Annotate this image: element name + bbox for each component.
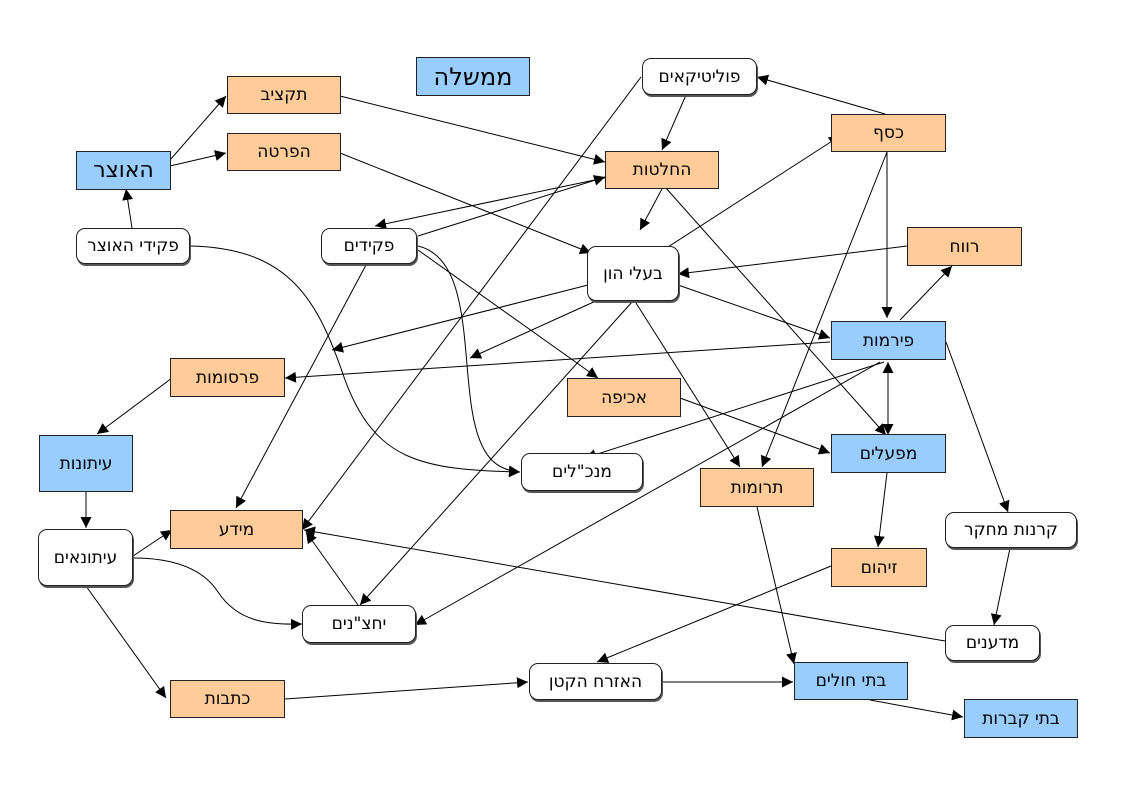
- edge-pr-information: [305, 531, 359, 606]
- edge-factories-pollution: [873, 472, 888, 548]
- edge-officials-coercion: [417, 249, 599, 379]
- edge-capitalists-firms: [677, 284, 831, 340]
- node-decisions: החלטות: [605, 151, 719, 189]
- edge-money-politicians: [756, 74, 886, 115]
- node-pollution: זיהום: [831, 548, 927, 587]
- edge-donations-hospitals: [756, 506, 797, 665]
- node-capitalists: בעלי הון: [587, 246, 679, 301]
- edge-research-scientists: [990, 547, 1011, 626]
- edge-treasury-officials-treasury: [122, 188, 134, 229]
- node-research-funds: קרנות מחקר: [945, 512, 1077, 548]
- node-firms: פירמות: [831, 321, 946, 360]
- edge-officials-information: [235, 264, 367, 509]
- node-ceos: מנכ"לים: [521, 453, 643, 491]
- edge-politicians-information: [301, 76, 642, 531]
- edge-treasury-privatization: [169, 150, 227, 167]
- node-budget: תקציב: [227, 76, 341, 114]
- edge-coercion-factories: [679, 397, 831, 455]
- node-treasury: האוצר: [76, 151, 171, 190]
- node-articles: כתבות: [170, 680, 285, 718]
- node-newspapers: עיתונות: [39, 435, 133, 492]
- edge-decisions-capitalists: [639, 186, 664, 231]
- node-pr-people: יחצ"נים: [302, 605, 416, 643]
- edge-privatization-capitalists: [339, 152, 592, 255]
- edge-treasury-budget: [169, 95, 227, 161]
- node-coercion: אכיפה: [567, 378, 681, 417]
- node-privatization: הפרטה: [227, 133, 341, 171]
- edge-firms-research: [945, 341, 1010, 513]
- edge-treasury-officials-ceos: [189, 245, 521, 478]
- edge-articles-citizen: [284, 677, 529, 700]
- node-cemeteries: בתי קברות: [964, 699, 1078, 738]
- edge-journalists-pr: [132, 557, 303, 630]
- node-scientists: מדענים: [945, 625, 1040, 661]
- edge-firms-publicity: [284, 341, 831, 383]
- node-government: ממשלה: [416, 57, 530, 96]
- edge-profit-capitalists: [677, 245, 908, 279]
- node-treasury-officials: פקידי האוצר: [76, 228, 190, 264]
- edge-hospitals-cemeteries: [869, 699, 964, 721]
- node-publicity: פרסומות: [170, 358, 285, 397]
- edge-officials-ceos: [417, 245, 521, 477]
- edge-money-donations: [760, 151, 888, 468]
- node-politicians: פוליטיקאים: [642, 58, 757, 95]
- edge-publicity-newspapers: [96, 377, 173, 435]
- edge-pollution-citizen: [596, 565, 832, 663]
- edge-journalists-articles: [85, 585, 167, 699]
- edge-journalists-information: [132, 529, 173, 557]
- node-journalists: עיתונאים: [38, 529, 133, 586]
- node-information: מידע: [170, 510, 303, 549]
- node-donations: תרומות: [700, 468, 814, 507]
- node-profit: רווח: [907, 227, 1022, 266]
- edge-firms-profit: [899, 265, 953, 321]
- node-money: כסף: [831, 114, 946, 152]
- edge-capitalists-money: [639, 135, 841, 266]
- edge-officials-decisions: [417, 175, 606, 237]
- edge-budget-decisions: [339, 95, 606, 165]
- edge-decisions-officials: [374, 176, 610, 230]
- edge-capitalists-donations: [635, 302, 741, 468]
- edge-capitalists-pr: [359, 301, 633, 606]
- node-hospitals: בתי חולים: [794, 662, 908, 700]
- edge-capitalists-publicity-side: [331, 284, 589, 353]
- node-small-citizen: האזרח הקטן: [529, 663, 662, 700]
- edge-firms-pr: [414, 361, 881, 626]
- edge-decisions-factories: [664, 186, 887, 436]
- edge-capitalists-lower: [469, 299, 599, 359]
- node-factories: מפעלים: [831, 434, 946, 473]
- edge-scientists-information: [303, 526, 946, 642]
- edge-politicians-decisions: [661, 94, 687, 151]
- edge-firms-ceos: [584, 361, 885, 460]
- node-officials: פקידים: [321, 228, 417, 264]
